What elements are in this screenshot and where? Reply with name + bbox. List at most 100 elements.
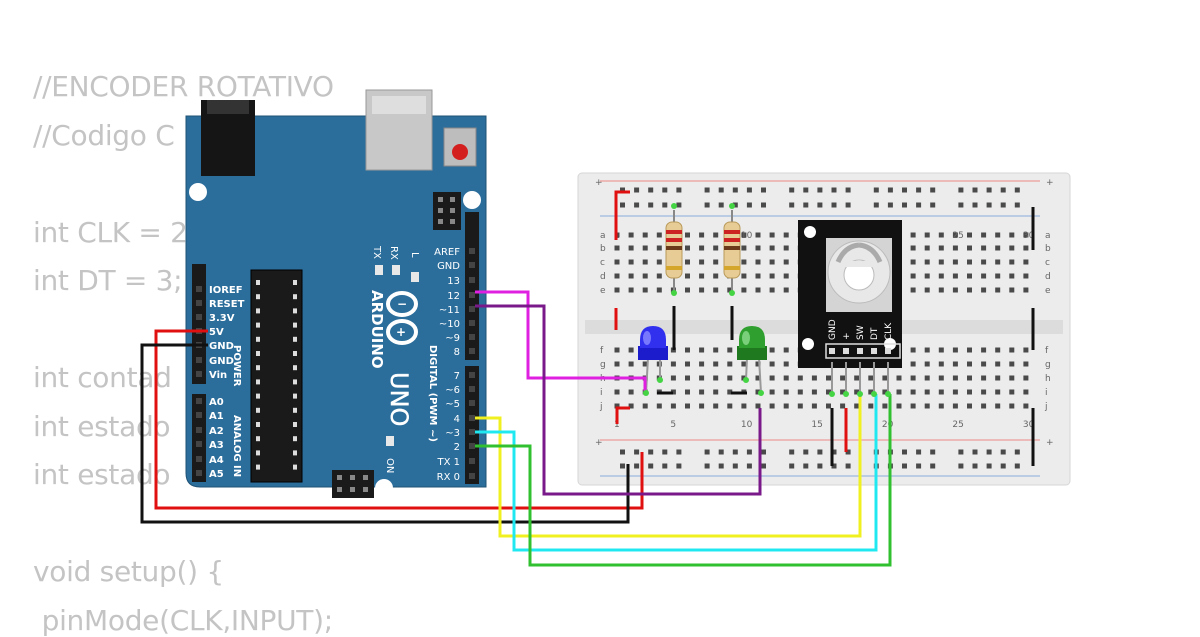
column-number: 30 [1023,420,1035,430]
digital-pin[interactable] [469,372,475,378]
breadboard-hole [713,273,719,279]
digital-pin[interactable] [469,386,475,392]
chip-pin [293,365,297,371]
digital-pin[interactable] [469,292,475,298]
digital-pin[interactable] [469,334,475,340]
digital-pin[interactable] [469,348,475,354]
analog-pin[interactable] [196,412,202,418]
breadboard-rail-hole [620,202,625,208]
reset-button[interactable] [452,144,468,160]
on-led [386,436,394,446]
breadboard-rail-hole [662,187,668,193]
breadboard-rail-hole [1014,202,1020,208]
icsp-pin [450,197,455,202]
breadboard-hole [981,273,987,279]
digital-pin[interactable] [469,277,475,283]
breadboard-rail-hole [620,449,625,455]
breadboard-rail-hole [817,202,823,208]
digital-pin-label: ~11 [439,305,460,316]
breadboard-rail-hole [916,202,922,208]
column-number: 10 [741,231,753,241]
breadboard-hole [967,287,972,293]
icsp-pin [438,219,443,224]
breadboard-hole [1023,347,1029,353]
chip-pin [293,464,297,470]
mounting-hole [463,191,481,209]
l-led-label: L [409,252,420,258]
breadboard-hole [699,375,705,381]
breadboard-hole [1023,287,1029,293]
chip-pin [293,280,297,285]
analog-pin[interactable] [196,470,202,476]
breadboard-hole [938,232,944,238]
connection-dot [871,391,877,397]
chip-pin [293,379,297,385]
breadboard-hole [727,361,733,367]
digital-pin[interactable] [469,306,475,312]
digital-pin[interactable] [469,262,475,268]
chip-pin [256,365,260,371]
digital-pin-label: TX 1 [437,457,461,468]
breadboard-rail-hole [1014,463,1020,469]
breadboard-hole [642,287,648,293]
breadboard-hole [685,389,690,395]
breadboard-rail-hole [972,463,978,469]
digital-pin[interactable] [469,473,475,479]
breadboard-rail-hole [972,202,978,208]
digital-pin[interactable] [469,458,475,464]
digital-pin[interactable] [469,429,475,435]
digital-header-top [465,212,479,360]
column-number: 25 [952,420,963,430]
column-number: 5 [670,420,676,430]
power-pin[interactable] [196,300,202,306]
breadboard-rail-hole [761,463,766,469]
digital-pin[interactable] [469,248,475,254]
analog-pin[interactable] [196,427,202,433]
breadboard-hole [685,375,690,381]
column-number: 1 [614,420,620,430]
digital-pin[interactable] [469,400,475,406]
breadboard-rail-hole [986,463,992,469]
arduino-brand-text: ARDUINO [368,290,386,369]
chip-pin [256,464,260,470]
chip-pin [256,308,260,314]
digital-pin[interactable] [469,415,475,421]
encoder-pin [843,348,849,354]
breadboard-hole [614,259,620,265]
breadboard-rail-hole [662,463,668,469]
breadboard-hole [755,389,761,395]
analog-pin[interactable] [196,441,202,447]
connection-dot [743,377,749,383]
breadboard-rail-hole [704,187,710,193]
code-line: //ENCODER ROTATIVO [33,70,334,103]
power-pin[interactable] [196,357,202,363]
analog-pin[interactable] [196,456,202,462]
breadboard-hole [1023,389,1029,395]
row-letter: f [600,346,604,356]
power-pin[interactable] [196,314,202,320]
encoder-mount-hole [804,226,816,238]
power-pin[interactable] [196,371,202,377]
breadboard-hole [995,287,1001,293]
digital-pin[interactable] [469,443,475,449]
row-letter: a [1045,231,1051,241]
breadboard-hole [868,375,874,381]
breadboard-rail-hole [916,449,922,455]
chip-pin [256,379,260,385]
connection-dot [758,390,764,396]
breadboard-hole [628,287,634,293]
breadboard-rail-hole [718,202,724,208]
power-pin[interactable] [196,286,202,292]
wire-pin3-cyan [475,394,878,552]
breadboard-hole [952,403,958,409]
analog-pin[interactable] [196,398,202,404]
breadboard-rail-hole [916,463,922,469]
connection-dot [885,391,891,397]
breadboard-hole [1009,347,1015,353]
rail-plus-label-bottom: + [595,438,603,448]
breadboard-hole [755,361,761,367]
breadboard-hole [1009,361,1015,367]
breadboard-rail-hole [1014,449,1020,455]
uno-model-text: UNO [385,372,413,426]
digital-pin[interactable] [469,320,475,326]
